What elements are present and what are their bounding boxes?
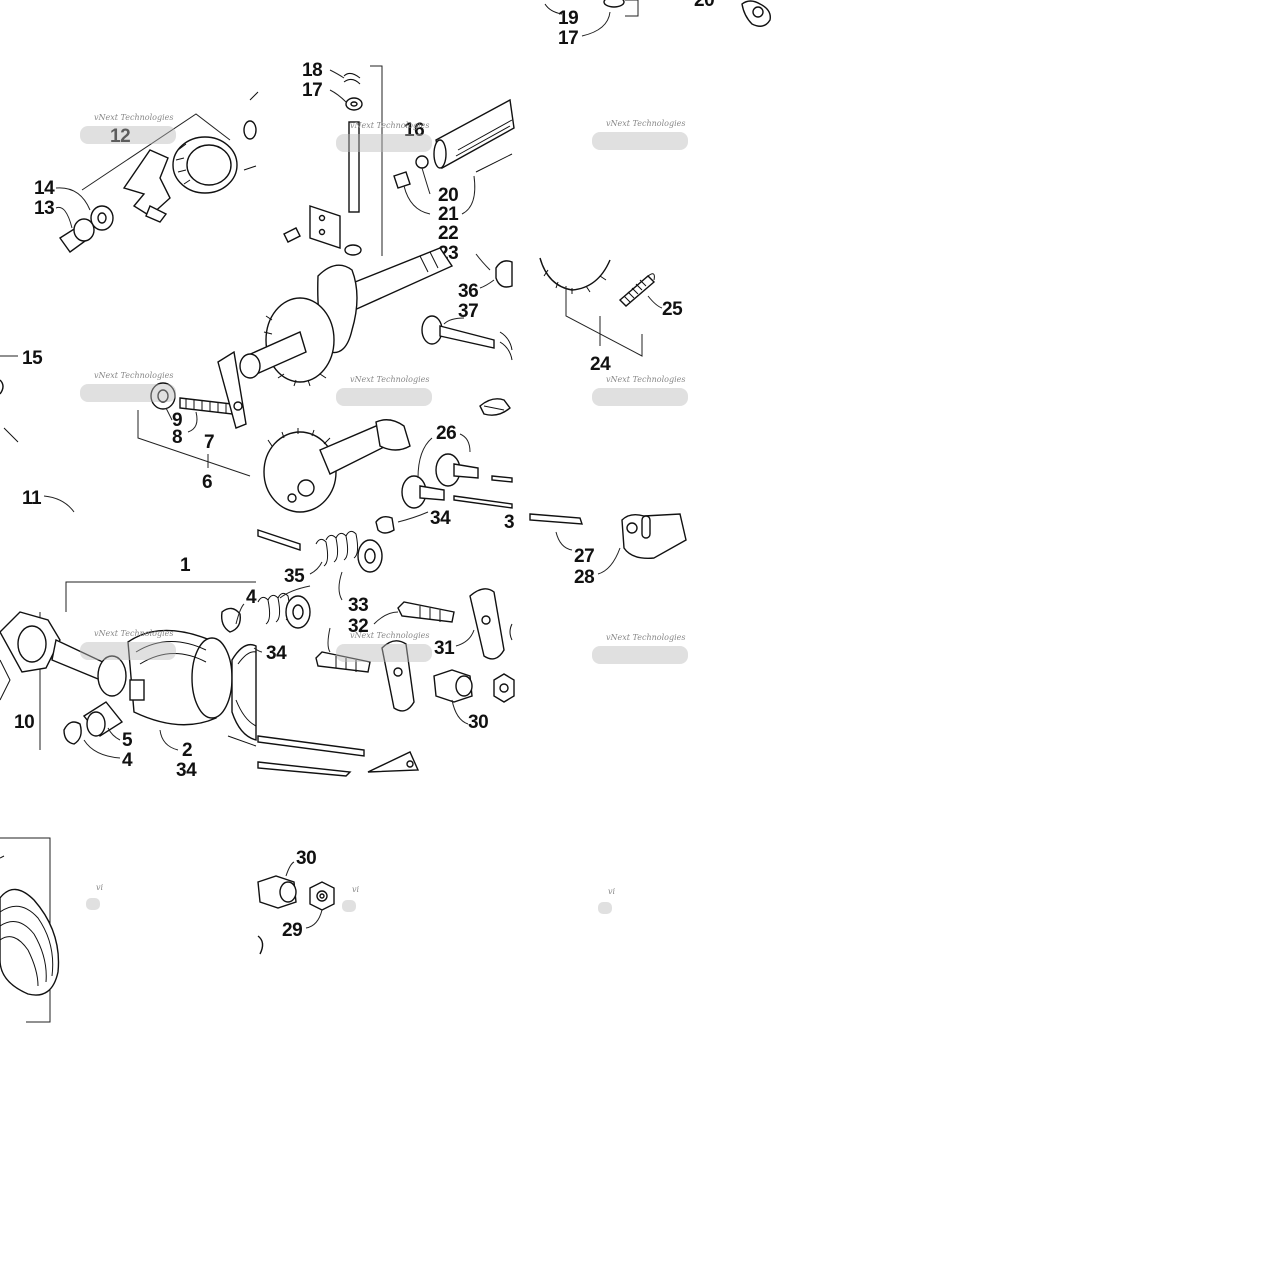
- watermark-text: vNext Technologies: [350, 121, 429, 130]
- watermark-text: vNext Technologies: [350, 375, 429, 384]
- watermark-short: vi: [352, 885, 360, 894]
- label-24: 24: [590, 354, 611, 375]
- label-21: 21: [438, 204, 459, 225]
- cylinder-sleeve: [0, 837, 60, 1023]
- label-28: 28: [574, 567, 594, 588]
- label-34: 34: [266, 643, 287, 664]
- label-12: 12: [110, 126, 130, 147]
- label-6: 6: [202, 472, 212, 493]
- label-22: 22: [438, 223, 458, 244]
- label-20: 20: [694, 0, 714, 11]
- label-30: 30: [468, 712, 488, 733]
- label-3: 3: [504, 512, 514, 533]
- label-9: 9: [172, 410, 182, 431]
- label-26: 26: [436, 423, 456, 444]
- label-25: 25: [662, 299, 683, 320]
- governor-assembly: [55, 91, 259, 253]
- crankshaft: [239, 247, 513, 387]
- label-7: 7: [204, 432, 214, 453]
- watermark-text: vNext Technologies: [606, 633, 685, 642]
- label-31: 31: [434, 638, 455, 659]
- label-30: 30: [296, 848, 316, 869]
- watermark-short: vi: [608, 887, 616, 896]
- label-8: 8: [172, 427, 182, 448]
- watermark-text: vNext Technologies: [606, 375, 685, 384]
- label-15: 15: [22, 348, 43, 369]
- label-36: 36: [458, 281, 478, 302]
- label-34: 34: [430, 508, 451, 529]
- watermark-text: vNext Technologies: [350, 631, 429, 640]
- label-33: 33: [348, 595, 368, 616]
- piston-conrod-assembly: [0, 581, 263, 759]
- watermark-text: vNext Technologies: [94, 629, 173, 638]
- watermarks: vNext Technologies vNext Technologies vN…: [80, 113, 688, 914]
- label-4: 4: [246, 587, 257, 608]
- label-17: 17: [302, 80, 322, 101]
- label-4: 4: [122, 750, 133, 771]
- label-13: 13: [34, 198, 54, 219]
- label-17: 17: [558, 28, 578, 49]
- label-37: 37: [458, 301, 478, 322]
- label-19: 19: [558, 8, 578, 29]
- camshaft: [263, 398, 513, 534]
- label-32: 32: [348, 616, 368, 637]
- label-11: 11: [22, 488, 42, 509]
- label-16: 16: [404, 120, 424, 141]
- tensioner-assembly: [0, 350, 251, 513]
- label-5: 5: [122, 730, 133, 751]
- label-10: 10: [14, 712, 34, 733]
- valve-rocker-assembly: [257, 529, 515, 777]
- bolt-nut-set: [257, 861, 335, 955]
- label-29: 29: [282, 920, 302, 941]
- label-14: 14: [34, 178, 55, 199]
- cam-gear-assembly: [539, 257, 663, 357]
- label-20: 20: [438, 185, 458, 206]
- top-fragment: [544, 0, 771, 37]
- watermark-text: vNext Technologies: [94, 113, 173, 122]
- label-35: 35: [284, 566, 305, 587]
- label-2: 2: [182, 740, 192, 761]
- breather-plate: [529, 513, 687, 575]
- label-1: 1: [180, 555, 191, 576]
- governor-shaft-assembly: [283, 65, 515, 256]
- label-18: 18: [302, 60, 322, 81]
- watermark-text: vNext Technologies: [606, 119, 685, 128]
- watermark-text: vNext Technologies: [94, 371, 173, 380]
- label-27: 27: [574, 546, 594, 567]
- label-34: 34: [176, 760, 197, 781]
- watermark-short: vi: [96, 883, 104, 892]
